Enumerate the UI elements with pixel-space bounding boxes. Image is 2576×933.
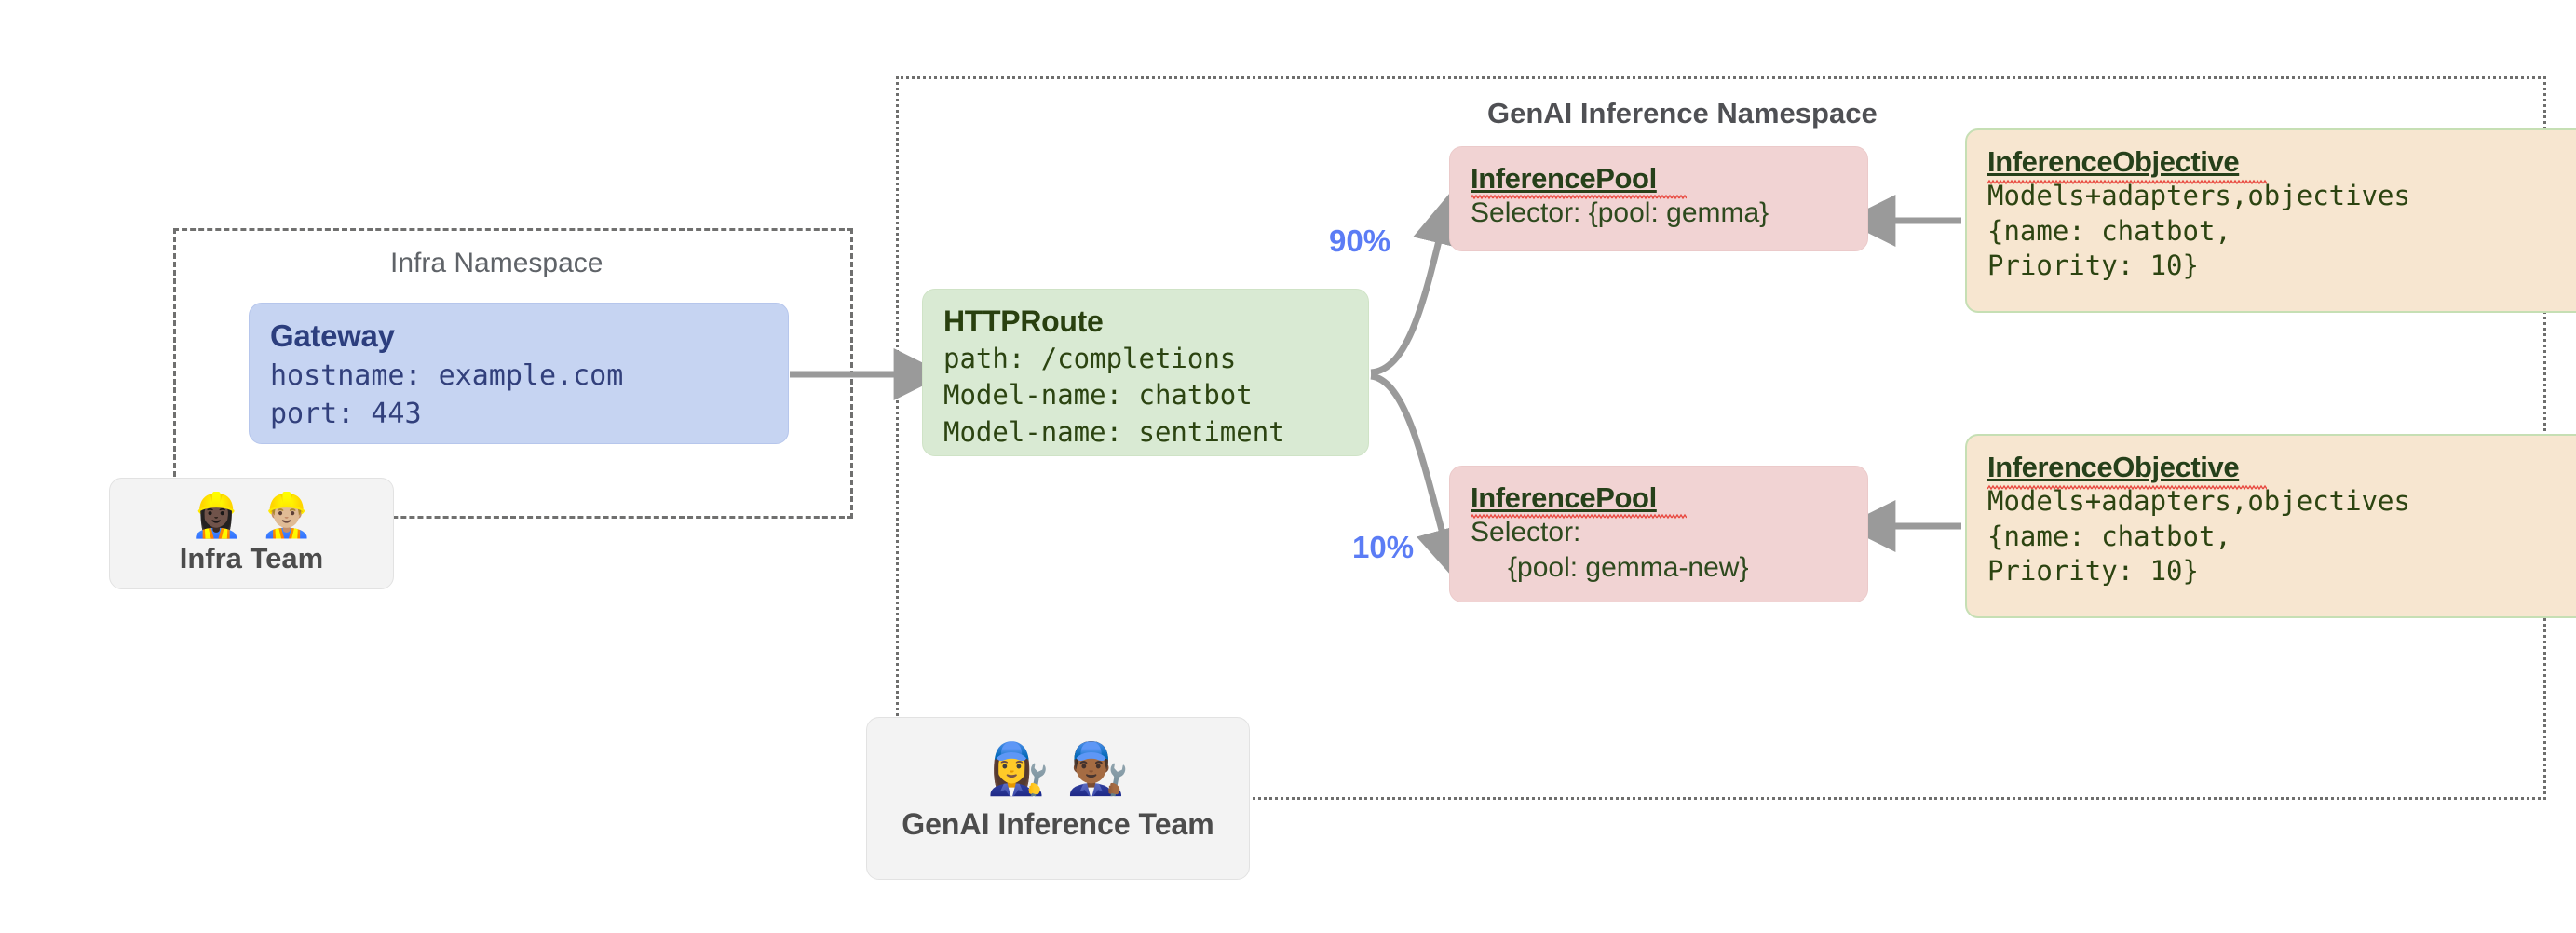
mechanics-icon: 👩‍🔧👨🏾‍🔧 — [986, 741, 1146, 797]
inferenceobjective-priority: Priority: 10} — [1987, 555, 2199, 588]
inferencepool-selector: Selector: {pool: gemma} — [1471, 197, 1769, 228]
gateway-title: Gateway — [270, 318, 395, 353]
construction-workers-icon: 👷🏿‍♀️👷🏼‍♂️ — [189, 491, 331, 539]
gateway-port: port: 443 — [270, 397, 422, 430]
inferencepool-selector: Selector: — [1471, 517, 1581, 548]
inferenceobjective-name: {name: chatbot, — [1987, 520, 2231, 552]
inferencepool-card-gemma[interactable]: InferencePool Selector: {pool: gemma} — [1449, 146, 1868, 251]
spellcheck-squiggle-icon — [1987, 179, 2267, 185]
inferencepool-title: InferencePool — [1471, 162, 1657, 195]
gateway-card[interactable]: Gateway hostname: example.com port: 443 — [249, 303, 789, 444]
spellcheck-squiggle-icon — [1471, 513, 1687, 520]
spellcheck-squiggle-icon — [1987, 484, 2267, 491]
weight-label-90: 90% — [1329, 223, 1391, 258]
httproute-model-name-chatbot: Model-name: chatbot — [943, 379, 1253, 412]
httproute-model-name-sentiment: Model-name: sentiment — [943, 415, 1285, 448]
inferenceobjective-priority: Priority: 10} — [1987, 250, 2199, 282]
weight-label-10: 10% — [1352, 530, 1415, 564]
inferencepool-title: InferencePool — [1471, 481, 1657, 514]
httproute-title: HTTPRoute — [943, 304, 1104, 338]
inferenceobjective-card-bottom[interactable]: InferenceObjective Models+adapters,objec… — [1965, 434, 2576, 618]
inferenceobjective-title: InferenceObjective — [1987, 451, 2240, 483]
httproute-path: path: /completions — [943, 343, 1237, 374]
inferenceobjective-name: {name: chatbot, — [1987, 214, 2231, 247]
infra-team-chip[interactable]: 👷🏿‍♀️👷🏼‍♂️ Infra Team — [109, 478, 394, 589]
genai-namespace-title: GenAI Inference Namespace — [1487, 97, 1878, 129]
inferenceobjective-title: InferenceObjective — [1987, 145, 2240, 178]
genai-team-chip[interactable]: 👩‍🔧👨🏾‍🔧 GenAI Inference Team — [866, 717, 1250, 880]
spellcheck-squiggle-icon — [1471, 194, 1687, 200]
infra-namespace-title: Infra Namespace — [390, 248, 603, 278]
httproute-card[interactable]: HTTPRoute path: /completions Model-name:… — [922, 289, 1369, 456]
infra-team-label: Infra Team — [179, 542, 324, 575]
inferencepool-card-gemma-new[interactable]: InferencePool Selector: {pool: gemma-new… — [1449, 466, 1868, 602]
inferenceobjective-card-top[interactable]: InferenceObjective Models+adapters,objec… — [1965, 128, 2576, 313]
genai-team-label: GenAI Inference Team — [902, 807, 1214, 841]
gateway-hostname: hostname: example.com — [270, 359, 624, 392]
inferencepool-selector-value: {pool: gemma-new} — [1508, 552, 1749, 584]
